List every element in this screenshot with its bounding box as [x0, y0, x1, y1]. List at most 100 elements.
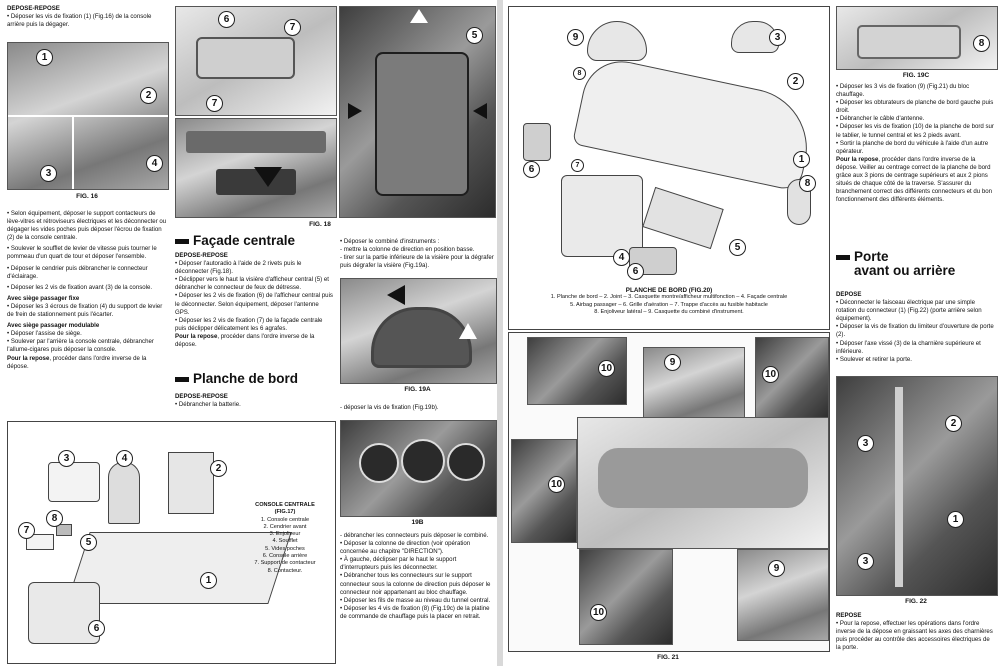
- right-p5: • Sortir la planche de bord du véhicule …: [836, 139, 989, 155]
- planche-shape: [571, 53, 819, 193]
- fig17-callout-1: 1: [200, 572, 217, 589]
- fig19b-caption: 19B: [411, 519, 424, 526]
- fig16-callout-2: 2: [140, 87, 157, 104]
- repose-text: REPOSE • Pour la repose, effectuer les o…: [836, 612, 996, 664]
- fig20-drawing: 9 3 8 2 1 7 6 8 4 5 6 PLANCHE DE BORD (F…: [508, 6, 830, 330]
- colonne-p4: • Débrancher tous les connecteurs sur le…: [340, 572, 491, 596]
- porte-p4: • Soulever et retirer la porte.: [836, 355, 912, 363]
- fig21-photo-2: 9: [643, 347, 745, 421]
- fig20-line2: 5. Airbag passager – 6. Grille d'aératio…: [570, 301, 768, 308]
- colonne-text: - débrancher les connecteurs puis dépose…: [340, 532, 495, 664]
- facade-title-wrap: Façade centrale: [175, 234, 295, 248]
- instrument-visor: [371, 307, 472, 368]
- console-p5: • Déposer les 3 écrous de fixation (4) d…: [7, 302, 163, 319]
- fig18-caption: FIG. 18: [309, 221, 331, 228]
- fig20-callout-6b: 6: [627, 263, 644, 280]
- fig21-callout-9b: 9: [768, 560, 785, 577]
- bloc-chauffage-text: • Déposer les 3 vis de fixation (9) (Fig…: [836, 83, 996, 248]
- fig21-caption: FIG. 21: [657, 654, 679, 661]
- fig20-callout-6a: 6: [523, 161, 540, 178]
- facade-shape: [561, 175, 643, 257]
- airbag-shape: [642, 186, 724, 250]
- fig20-title: PLANCHE DE BORD (FIG.20): [625, 287, 713, 294]
- combine-p2: - mettre la colonne de direction en posi…: [340, 246, 475, 254]
- facade-title: Façade centrale: [193, 233, 296, 248]
- unclip-arrow-icon: [387, 285, 405, 305]
- fig17-callout-2: 2: [210, 460, 227, 477]
- lift-arrow-icon: [459, 323, 477, 339]
- combine-p3: - tirer sur la partie inférieure de la v…: [340, 254, 494, 270]
- fig20-callout-8a: 8: [573, 67, 586, 80]
- soufflet-shape: [108, 462, 140, 524]
- fig20-line3: 8. Enjoliveur latéral – 9. Casquette du …: [594, 308, 744, 315]
- colonne-p6: • Déposer les 4 vis de fixation (8) (Fig…: [340, 604, 490, 620]
- fig21-collage: 10 9 10 10 9 10: [508, 332, 830, 652]
- fig16-photo: 1 2 3 4: [7, 42, 169, 190]
- fig22-callout-3b: 3: [857, 553, 874, 570]
- console-h1: Avec siège passager fixe: [7, 294, 80, 302]
- door-pillar: [895, 387, 903, 587]
- console-p3: • Déposer le cendrier puis débrancher le…: [7, 264, 148, 280]
- fig20-callout-1: 1: [793, 151, 810, 168]
- fig20-callout-9: 9: [567, 29, 584, 46]
- porte-title-wrap: Porte avant ou arrière: [836, 250, 955, 278]
- gauge-right: [447, 443, 485, 481]
- intro-block: DÉPOSE-REPOSE • Déposer les vis de fixat…: [7, 5, 167, 32]
- fig17-item: 4. Soufflet: [272, 538, 298, 545]
- right-p1: • Déposer les 3 vis de fixation (9) (Fig…: [836, 83, 970, 99]
- enjoliveur-shape: [48, 462, 100, 502]
- colonne-p1: - débrancher les connecteurs puis dépose…: [340, 532, 489, 539]
- colonne-p2: • Déposer la colonne de direction (voir …: [340, 540, 471, 556]
- fig21-callout-9a: 9: [664, 354, 681, 371]
- fig17-title: CONSOLE CENTRALE: [255, 502, 315, 508]
- fig19b-photo: [340, 420, 497, 517]
- fig21-photo-6: 10: [579, 549, 673, 645]
- vents: [186, 131, 326, 153]
- fig20-callout-5: 5: [729, 239, 746, 256]
- fig21-photo-main: [577, 417, 829, 549]
- console-p2: • Soulever le soufflet de levier de vite…: [7, 245, 157, 261]
- center-console: [375, 52, 469, 196]
- console-p4: • Déposer les 2 vis de fixation avant (3…: [7, 283, 153, 291]
- section-bar-icon: [175, 238, 189, 244]
- fig17-item: 3. Enjoliveur: [269, 531, 301, 538]
- repose-heading: REPOSE: [836, 612, 862, 619]
- fig20-callout-3: 3: [769, 29, 786, 46]
- gauge-center: [401, 439, 445, 483]
- fig21-photo-3: 10: [755, 337, 829, 421]
- left-page: DÉPOSE-REPOSE • Déposer les vis de fixat…: [0, 0, 497, 666]
- porte-p1: • Déconnecter le faisceau électrique par…: [836, 299, 982, 323]
- intro-heading: DÉPOSE-REPOSE: [7, 5, 60, 12]
- facade-p1: • Déposer l'autoradio à l'aide de 2 rive…: [175, 260, 302, 276]
- fig19a-photo: [340, 278, 497, 384]
- planche-text: DÉPOSE-REPOSE • Débrancher la batterie.: [175, 393, 335, 412]
- colonne-p5: • Déposer les fils de masse au niveau du…: [340, 596, 491, 604]
- fig20-legend: PLANCHE DE BORD (FIG.20) 1. Planche de b…: [513, 287, 825, 316]
- fig16-callout-3: 3: [40, 165, 57, 182]
- right-page: 9 3 8 2 1 7 6 8 4 5 6 PLANCHE DE BORD (F…: [503, 0, 1000, 666]
- fig17-legend: CONSOLE CENTRALE (FIG.17) 1. Console cen…: [240, 502, 330, 575]
- gauge-left: [359, 443, 399, 483]
- console-p6: • Déposer l'assise de siège.: [7, 330, 82, 338]
- fig16-divider: [8, 115, 168, 117]
- fig18-callout-7b: 7: [206, 95, 223, 112]
- pull-arrow-icon: [254, 167, 282, 187]
- porte-title-1: Porte: [854, 249, 889, 264]
- facade-p4: • Déposer les 2 vis de fixation (7) de l…: [175, 316, 323, 332]
- right-p6-bold: Pour la repose: [836, 155, 879, 163]
- porte-text: DÉPOSE • Déconnecter le faisceau électri…: [836, 291, 996, 364]
- console-h2: Avec siège passager modulable: [7, 322, 100, 330]
- support-shape: [26, 534, 54, 550]
- right-p2: • Déposer les obturateurs de planche de …: [836, 99, 994, 115]
- combine-p1: • Déposer le combiné d'instruments :: [340, 238, 440, 245]
- fig22-callout-1: 1: [947, 511, 964, 528]
- facade-p5: , procéder dans l'ordre inverse de la dé…: [175, 332, 315, 349]
- intro-text: • Déposer les vis de fixation (1) (Fig.1…: [7, 13, 152, 29]
- fig17-item: 2. Cendrier avant: [263, 523, 307, 530]
- page-gutter: [497, 0, 503, 666]
- left-arrow-icon: [473, 103, 487, 119]
- console-p8-bold: Pour la repose: [7, 354, 50, 362]
- combine-text: • Déposer le combiné d'instruments : - m…: [340, 238, 495, 270]
- fig22-callout-3a: 3: [857, 435, 874, 452]
- fig22-photo: 3 2 1 3: [836, 376, 998, 596]
